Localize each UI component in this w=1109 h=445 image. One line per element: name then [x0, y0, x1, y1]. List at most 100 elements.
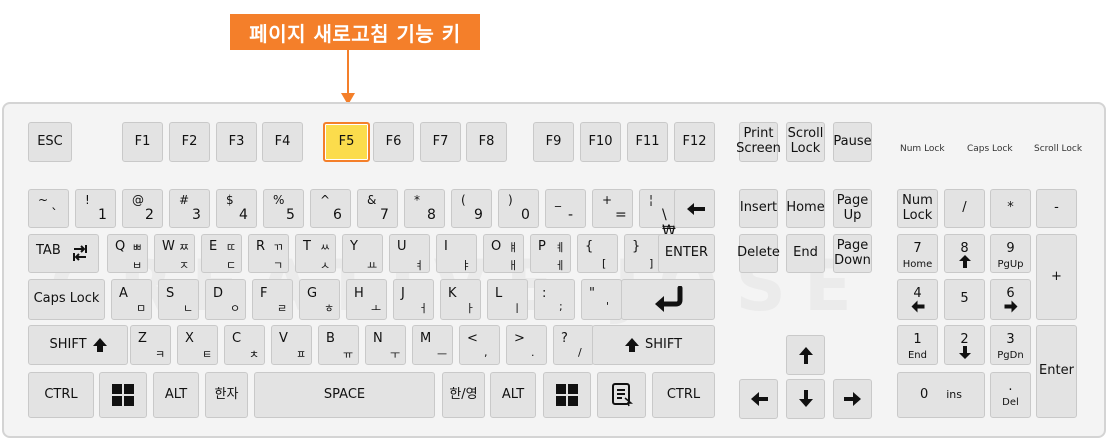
caps-lock-key[interactable]: Caps Lock — [28, 279, 105, 320]
numpad-6-key[interactable]: 6 — [990, 279, 1031, 320]
alt-right-key[interactable]: ALT — [490, 372, 536, 418]
windows-left-key[interactable] — [99, 372, 147, 418]
f5-key[interactable]: F5 — [323, 122, 370, 162]
numlock-key[interactable]: Num Lock — [897, 189, 938, 228]
f4-key[interactable]: F4 — [262, 122, 303, 162]
key-period[interactable]: >. — [506, 325, 547, 365]
enter-key[interactable]: ENTER — [658, 234, 715, 273]
key-0[interactable]: )0 — [498, 189, 539, 228]
key-comma[interactable]: <, — [459, 325, 500, 365]
key-9[interactable]: (9 — [451, 189, 492, 228]
windows-right-key[interactable] — [543, 372, 591, 418]
backspace-key[interactable] — [674, 189, 715, 228]
insert-key[interactable]: Insert — [739, 189, 778, 228]
tab-key[interactable]: TAB — [28, 234, 99, 273]
key-3[interactable]: #3 — [169, 189, 210, 228]
f8-key[interactable]: F8 — [466, 122, 507, 162]
key-6[interactable]: ^6 — [310, 189, 351, 228]
f12-key[interactable]: F12 — [674, 122, 715, 162]
print-screen-key[interactable]: Print Screen — [736, 122, 781, 162]
arrow-left-key[interactable] — [739, 379, 778, 419]
key-tilde[interactable]: ~` — [28, 189, 69, 228]
key-7[interactable]: &7 — [357, 189, 398, 228]
numpad-divide-key[interactable]: / — [944, 189, 985, 228]
menu-key[interactable] — [597, 372, 646, 418]
arrow-up-key[interactable] — [786, 335, 825, 375]
end-key[interactable]: End — [786, 234, 825, 273]
key-quote[interactable]: "' — [581, 279, 622, 320]
key-minus[interactable]: _- — [545, 189, 586, 228]
key-4[interactable]: $4 — [216, 189, 257, 228]
key-5[interactable]: %5 — [263, 189, 304, 228]
key-1[interactable]: !1 — [75, 189, 116, 228]
hanja-key[interactable]: 한자 — [205, 372, 248, 418]
ctrl-right-key[interactable]: CTRL — [652, 372, 715, 418]
shift-right-key[interactable]: SHIFT — [592, 325, 715, 365]
numpad-enter-key[interactable]: Enter — [1036, 325, 1077, 418]
home-key[interactable]: Home — [786, 189, 825, 228]
numpad-5-key[interactable]: 5 — [944, 279, 985, 320]
f11-key[interactable]: F11 — [627, 122, 668, 162]
enter-arrow-key[interactable] — [621, 279, 715, 320]
numpad-dot-key[interactable]: .Del — [990, 372, 1031, 418]
space-key[interactable]: SPACE — [254, 372, 435, 418]
f1-key[interactable]: F1 — [122, 122, 163, 162]
shift-left-key[interactable]: SHIFT — [28, 325, 128, 365]
hanyeong-key[interactable]: 한/영 — [442, 372, 485, 418]
numpad-multiply-key[interactable]: * — [990, 189, 1031, 228]
delete-key[interactable]: Delete — [737, 234, 780, 273]
f9-key[interactable]: F9 — [533, 122, 574, 162]
arrow-right-key[interactable] — [833, 379, 872, 419]
pause-key[interactable]: Pause — [833, 122, 872, 162]
numpad-plus-key[interactable]: + — [1036, 234, 1077, 320]
f6-key[interactable]: F6 — [373, 122, 414, 162]
key-lbracket[interactable]: {[ — [577, 234, 618, 273]
f7-key[interactable]: F7 — [420, 122, 461, 162]
f3-key[interactable]: F3 — [216, 122, 257, 162]
ctrl-left-key[interactable]: CTRL — [28, 372, 94, 418]
page-down-key[interactable]: Page Down — [833, 234, 872, 273]
key-2[interactable]: @2 — [122, 189, 163, 228]
alt-left-key[interactable]: ALT — [153, 372, 199, 418]
key-equals[interactable]: += — [592, 189, 633, 228]
numpad-minus-key[interactable]: - — [1036, 189, 1077, 228]
numpad-2-key[interactable]: 2 — [944, 325, 985, 365]
scroll-lock-key[interactable]: Scroll Lock — [786, 122, 825, 162]
f10-key[interactable]: F10 — [580, 122, 621, 162]
page-up-key[interactable]: Page Up — [833, 189, 872, 228]
numpad-4-key[interactable]: 4 — [897, 279, 938, 320]
key-semicolon[interactable]: :; — [534, 279, 575, 320]
f2-key[interactable]: F2 — [169, 122, 210, 162]
key-slash[interactable]: ?/ — [553, 325, 594, 365]
